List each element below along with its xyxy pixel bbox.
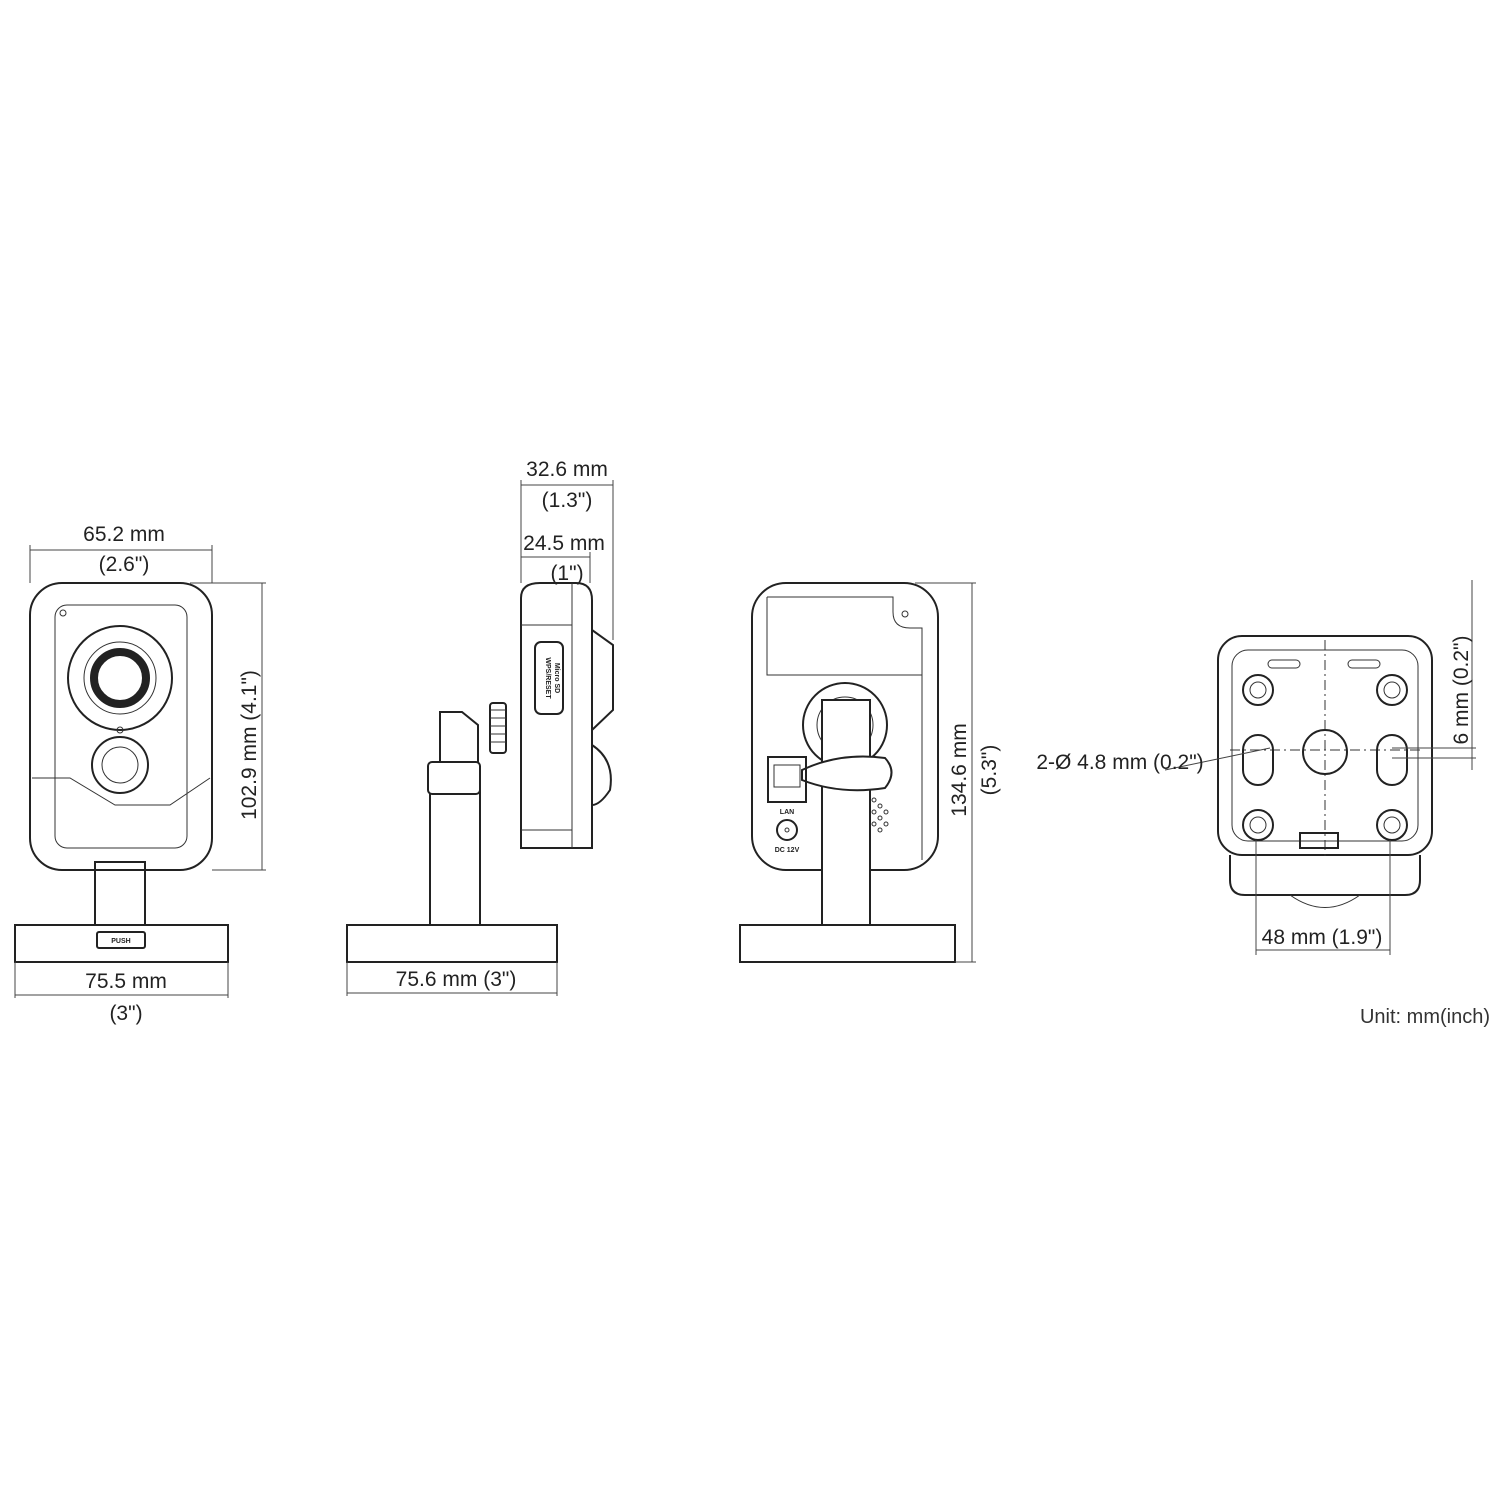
keyhole-slot-left [1242, 734, 1274, 786]
front-base-in: (3") [109, 1002, 142, 1025]
mic-hole-icon [59, 609, 67, 617]
back-base [739, 924, 956, 963]
side-stand-joint [439, 711, 479, 766]
dc-label: DC 12V [775, 847, 800, 854]
led-icon [116, 726, 124, 734]
bottom-latch [1299, 832, 1339, 849]
bottom-lower-body [1229, 855, 1421, 896]
back-stand [821, 699, 871, 929]
unit-note: Unit: mm(inch) [1360, 1006, 1490, 1028]
back-height-mm: 134.6 mm [948, 723, 971, 816]
side-pir-dome [591, 744, 612, 806]
side-depth-body-in: (1") [550, 562, 583, 585]
bottom-view: 2-Ø 4.8 mm (0.2") 6 mm (0.2") 48 mm (1.9… [1036, 580, 1476, 955]
side-stand-column [429, 779, 481, 929]
front-width-in: (2.6") [99, 553, 150, 576]
hole-spec-label: 2-Ø 4.8 mm (0.2") [1036, 751, 1203, 774]
side-base [346, 924, 558, 963]
push-button [96, 931, 146, 949]
lens-ring-icon [83, 641, 157, 715]
slot-offset-label: 6 mm (0.2") [1450, 636, 1473, 745]
back-height-in: (5.3") [978, 745, 1001, 796]
back-view: LAN DC 12V 134.6 mm (5.3") [739, 582, 1001, 963]
lens-icon [90, 648, 150, 708]
front-height: 102.9 mm (4.1") [238, 670, 261, 820]
dc-jack-icon [776, 819, 798, 841]
side-lens-dome [591, 629, 614, 731]
side-depth-total-mm: 32.6 mm [526, 458, 608, 481]
lan-label: LAN [780, 809, 794, 816]
push-label: PUSH [111, 938, 130, 945]
back-stand-clamp [801, 755, 893, 792]
side-view: WPS/RESET Micro SD 32.6 mm (1.3") 24.5 m… [346, 458, 614, 996]
lens-housing-icon [67, 625, 173, 731]
side-body [520, 582, 593, 849]
screw-holes-icon [1242, 674, 1408, 841]
side-depth-total-in: (1.3") [542, 489, 593, 512]
sd-slot-cover [534, 641, 564, 715]
speaker-holes-icon [871, 797, 889, 833]
lan-port-icon [767, 756, 807, 803]
side-knob-icon [489, 702, 507, 754]
hole-spacing-label: 48 mm (1.9") [1262, 926, 1383, 949]
front-face-panel [54, 604, 188, 849]
front-width-mm: 65.2 mm [83, 523, 165, 546]
front-split-line [32, 777, 211, 806]
front-stand [94, 861, 146, 929]
pir-sensor-icon [91, 736, 149, 794]
wps-reset-label: WPS/RESET [544, 657, 551, 699]
front-body [29, 582, 213, 871]
side-base-dim: 75.6 mm (3") [396, 968, 517, 991]
micro-sd-label: Micro SD [553, 663, 560, 693]
front-base-mm: 75.5 mm [85, 970, 167, 993]
keyhole-slot-right [1376, 734, 1408, 786]
side-depth-body-mm: 24.5 mm [523, 532, 605, 555]
center-hole [1302, 729, 1348, 775]
side-stand-clamp [427, 761, 481, 795]
front-view: PUSH 65.2 mm (2.6") 102.9 mm (4.1") 75.5… [14, 523, 266, 1025]
